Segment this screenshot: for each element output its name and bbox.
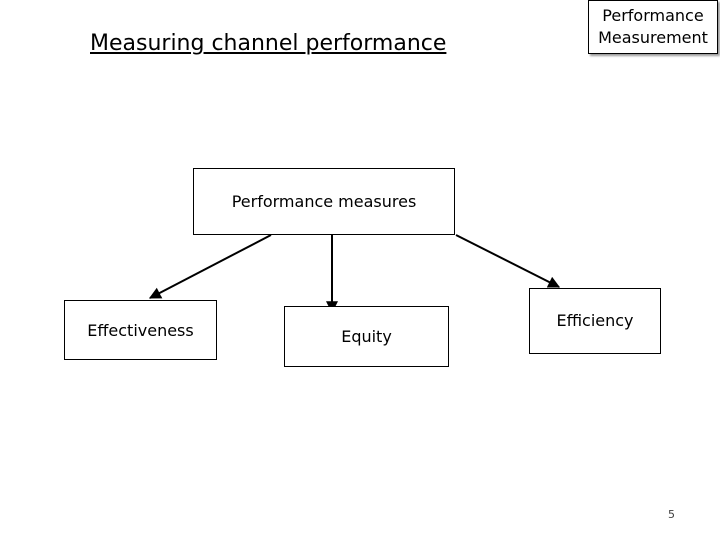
efficiency-node: Efficiency <box>529 288 661 354</box>
effectiveness-node: Effectiveness <box>64 300 217 360</box>
arrow-to-effectiveness <box>148 234 272 299</box>
efficiency-label: Efficiency <box>556 311 634 330</box>
equity-label: Equity <box>341 327 392 346</box>
effectiveness-label: Effectiveness <box>87 320 194 340</box>
slide-title: Measuring channel performance <box>90 31 447 56</box>
section-tag-line-2: Measurement <box>598 28 708 47</box>
section-tag-line-1: Performance <box>602 6 704 25</box>
equity-node: Equity <box>284 306 449 367</box>
arrow-to-efficiency <box>455 234 561 288</box>
page-number: 5 <box>668 508 675 521</box>
performance-measures-label: Performance measures <box>231 192 417 211</box>
section-tag-box: Performance Measurement <box>588 0 718 54</box>
performance-measures-node: Performance measures <box>193 168 455 235</box>
